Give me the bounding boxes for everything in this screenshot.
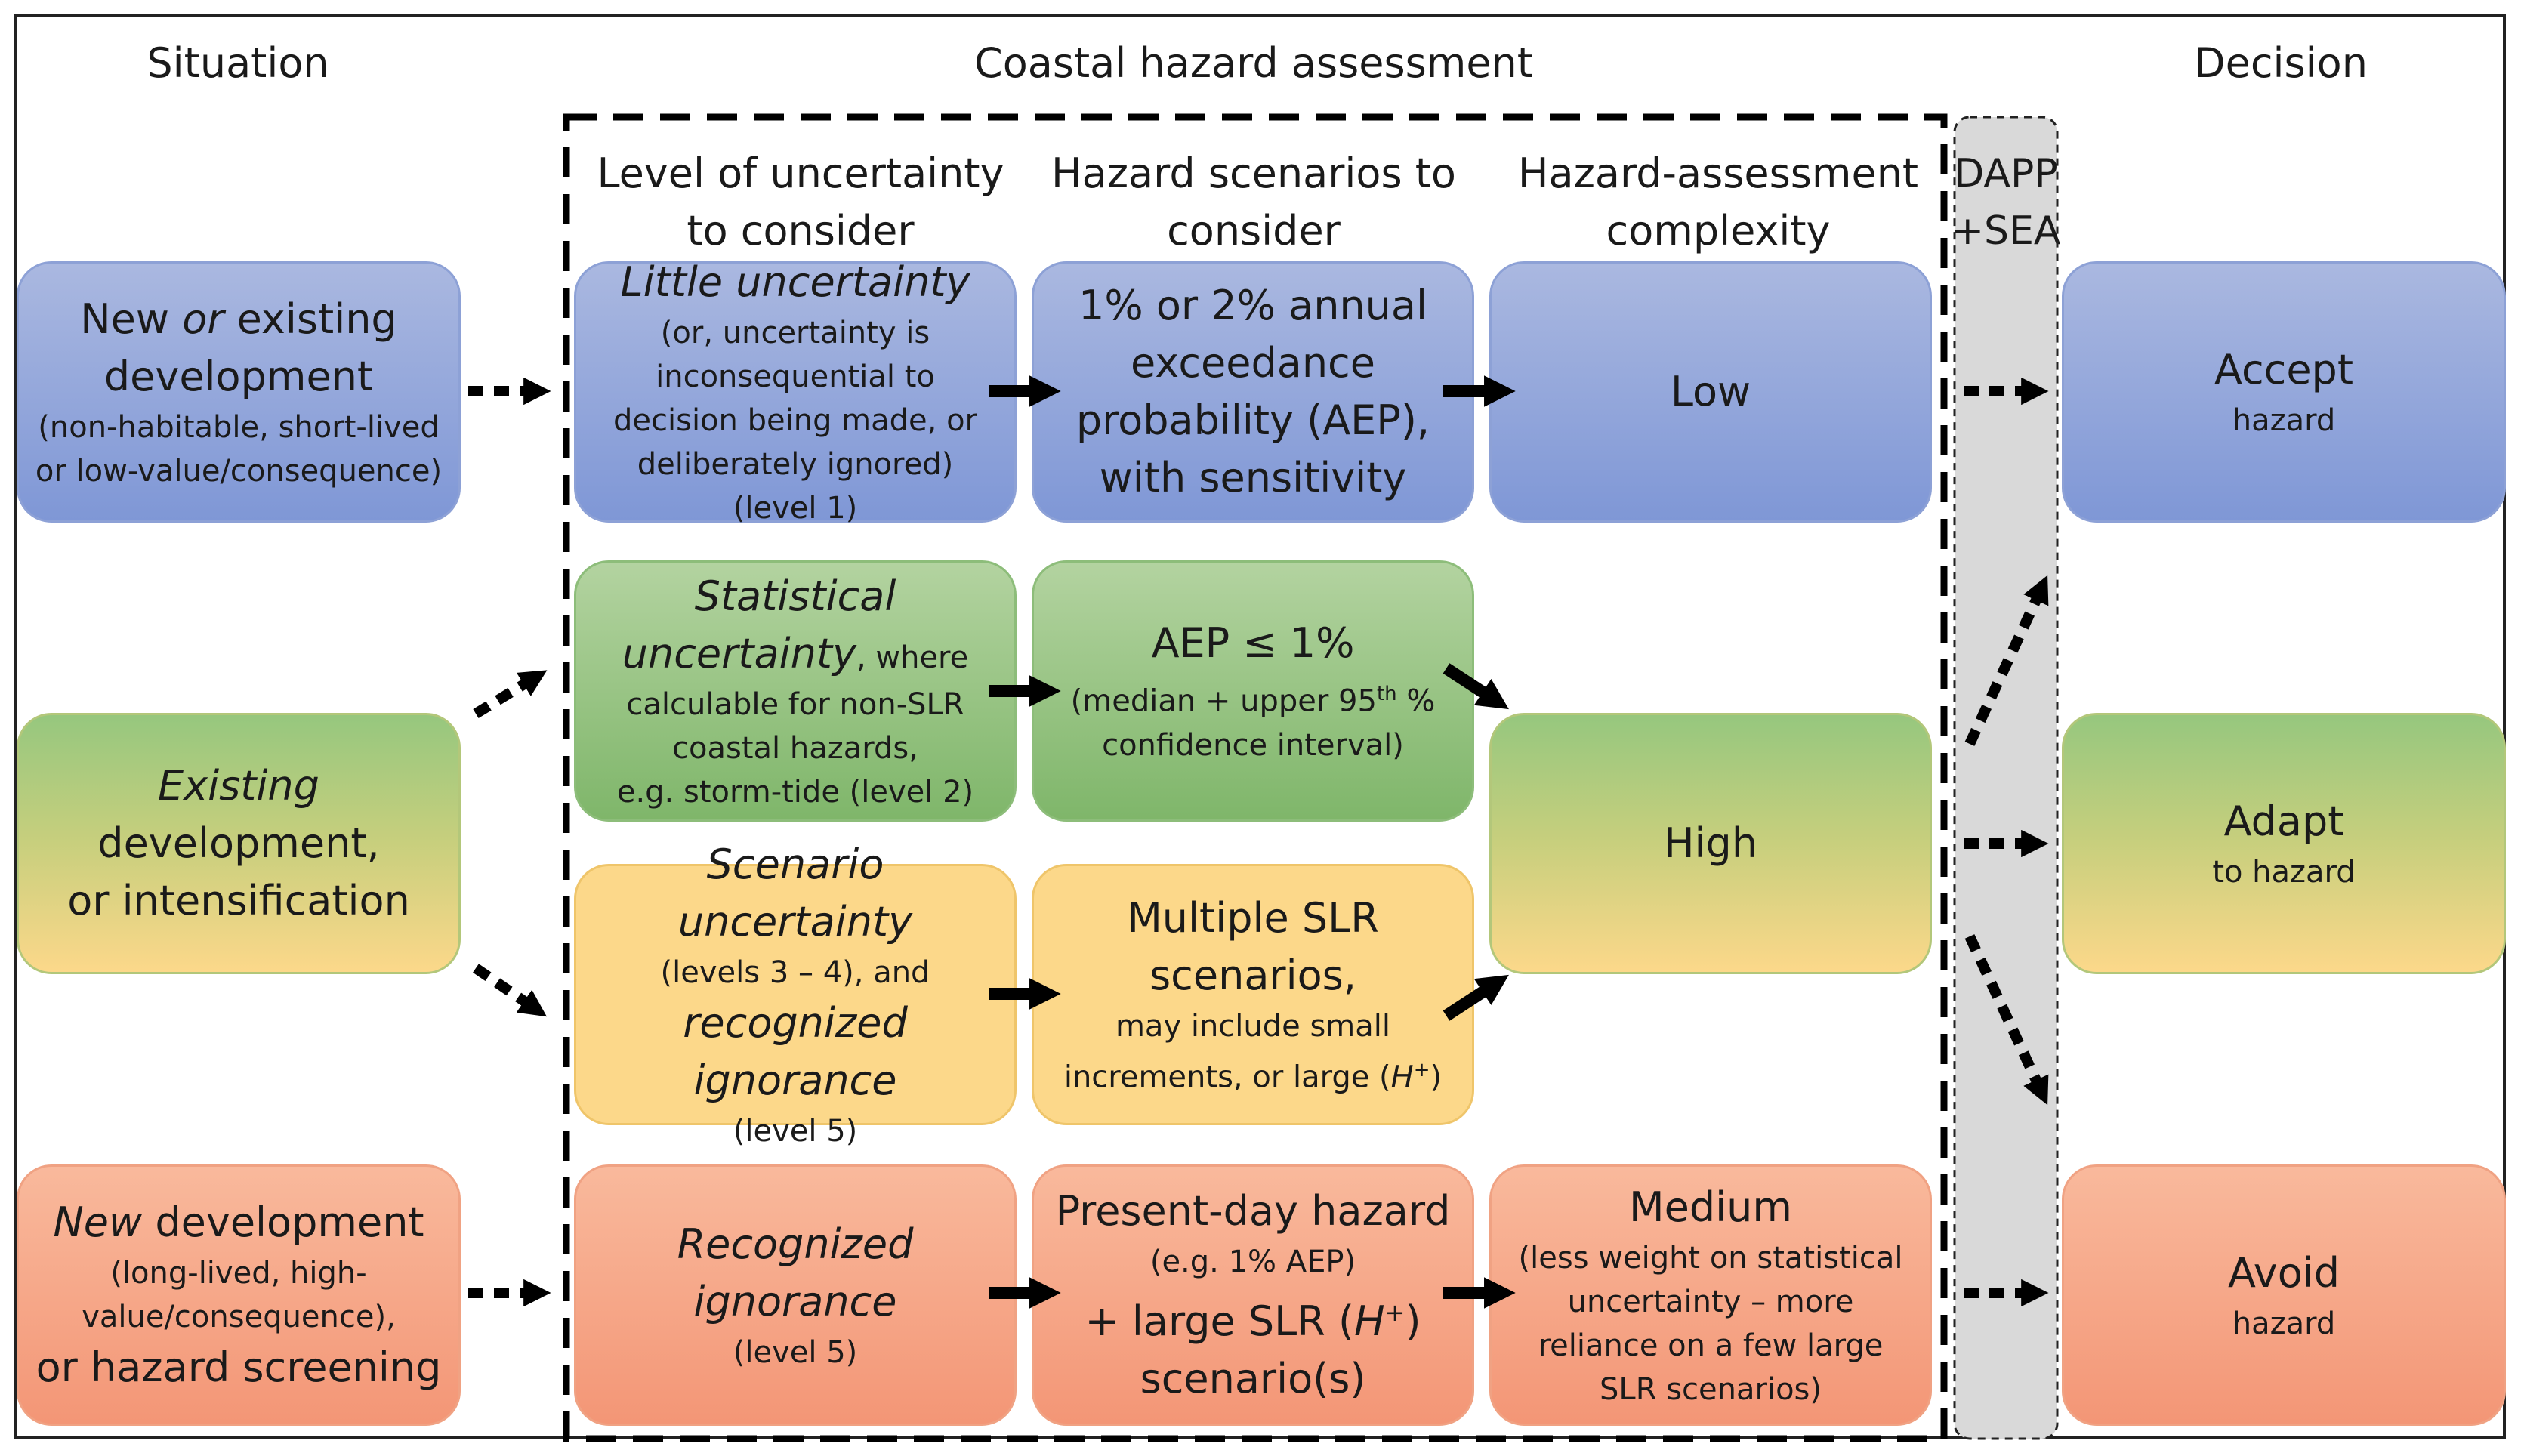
arrow-high-to-accept bbox=[1964, 575, 2049, 746]
situation-new-or-existing: New or existing development (non-habitab… bbox=[17, 261, 461, 523]
dapp-dashed-outline bbox=[1953, 116, 2059, 1440]
uncertainty-statistical: Statistical uncertainty, where calculabl… bbox=[574, 560, 1017, 822]
uncertainty-scenario: Scenario uncertainty (levels 3 – 4), and… bbox=[574, 841, 1017, 1149]
arrow-aep1-to-high bbox=[1443, 663, 1509, 710]
decision-accept: Accept hazard bbox=[2062, 261, 2506, 523]
column-scenarios-heading: Hazard scenarios to consider bbox=[1051, 150, 1456, 254]
arrow-high-to-avoid bbox=[1964, 934, 2049, 1106]
assessment-dashed-outline bbox=[563, 113, 1948, 1442]
heading-assessment: Coastal hazard assessment bbox=[974, 39, 1533, 87]
heading-decision: Decision bbox=[2194, 39, 2368, 87]
dapp-strip bbox=[1955, 117, 2057, 1439]
scenario-multiple-slr: Multiple SLR scenarios, may include smal… bbox=[1032, 864, 1474, 1125]
column-uncertainty-heading: Level of uncertainty to consider bbox=[597, 150, 1004, 254]
complexity-high: High bbox=[1489, 713, 1932, 974]
scenario-aep: 1% or 2% annual exceedance probability (… bbox=[1032, 261, 1474, 523]
heading-situation: Situation bbox=[147, 39, 329, 87]
scenario-present-day: Present-day hazard (e.g. 1% AEP) + large… bbox=[1032, 1164, 1474, 1426]
decision-avoid: Avoid hazard bbox=[2062, 1164, 2506, 1426]
scenario-aep-1-percent: AEP ≤ 1% (median + upper 95th % confiden… bbox=[1032, 560, 1474, 822]
situation-existing: Existing development, or intensification bbox=[17, 713, 461, 974]
decision-adapt: Adapt to hazard bbox=[2062, 713, 2506, 974]
situation-new: New development (long-lived, high-value/… bbox=[17, 1164, 461, 1426]
uncertainty-recognized: Recognized ignorance (level 5) bbox=[574, 1164, 1017, 1426]
complexity-medium: Medium (less weight on statistical uncer… bbox=[1489, 1164, 1932, 1426]
arrow-existing-to-statistical bbox=[473, 670, 548, 718]
dapp-heading: DAPP +SEA bbox=[1951, 151, 2061, 254]
complexity-low: Low bbox=[1489, 261, 1932, 523]
uncertainty-little: Little uncertainty (or, uncertainty is i… bbox=[574, 258, 1017, 526]
arrow-existing-to-scenario bbox=[473, 964, 548, 1017]
column-complexity-heading: Hazard-assessment complexity bbox=[1517, 150, 1919, 254]
arrow-multiple-to-high bbox=[1443, 974, 1509, 1021]
